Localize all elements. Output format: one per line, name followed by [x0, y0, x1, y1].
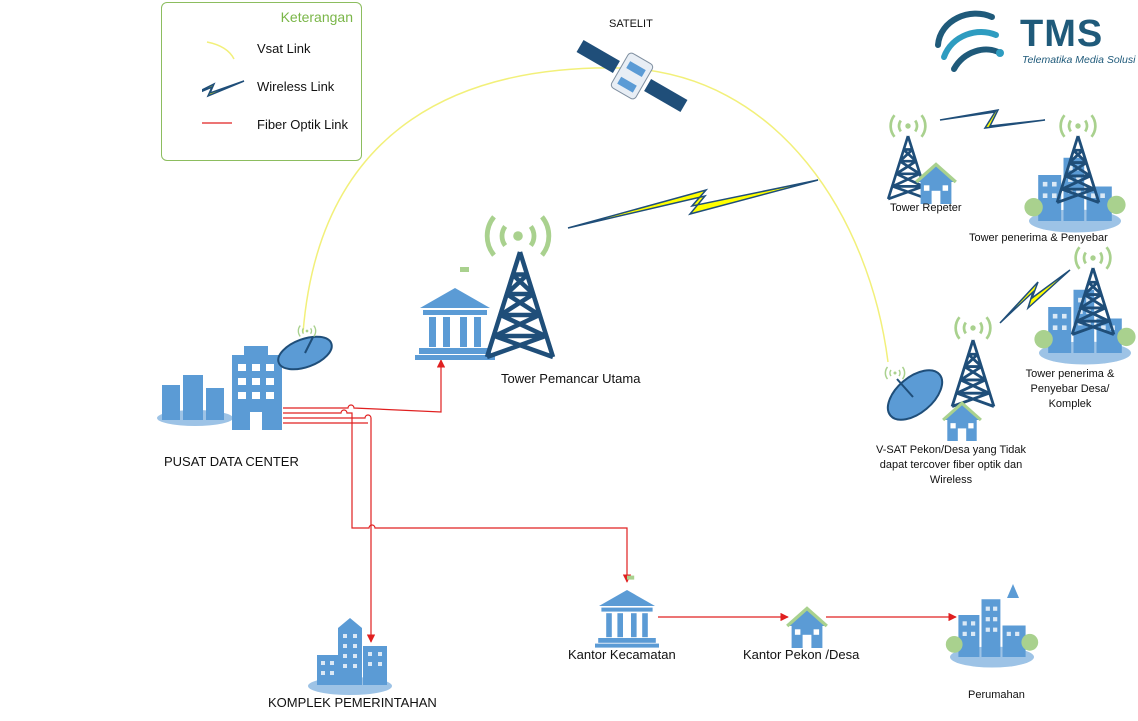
label-data-center: PUSAT DATA CENTER: [164, 454, 299, 469]
perumahan-icon: [945, 584, 1039, 668]
label-tower-desa-line-2: Penyebar Desa/: [1030, 383, 1110, 395]
tms-logo-name: TMS: [1020, 13, 1104, 55]
label-tower-desa-line-1: Tower penerima &: [1025, 368, 1115, 380]
tms-logo-tagline: Telematika Media Solusi: [1022, 54, 1136, 66]
label-tower-repeter: Tower Repeter: [890, 202, 962, 214]
label-satelit: SATELIT: [609, 18, 653, 30]
tms-logo: TMS Telematika Media Solusi: [930, 5, 1135, 80]
legend-item-fiber: Fiber Optik Link: [257, 117, 349, 132]
tower-desa-icon: [1034, 245, 1136, 365]
label-vsat-pekon-line-3: Wireless: [929, 474, 973, 486]
label-komplek: KOMPLEK PEMERINTAHAN: [268, 695, 437, 710]
vsat-link-arc: [302, 67, 889, 363]
legend-item-wireless: Wireless Link: [257, 79, 335, 94]
wireless-link-bolt-desa: [999, 269, 1071, 324]
main-tower-signal-icon: [487, 217, 549, 255]
label-perumahan: Perumahan: [968, 689, 1025, 701]
label-tower-penerima: Tower penerima & Penyebar: [969, 232, 1108, 244]
gov-building-main-icon: [415, 267, 495, 360]
data-center-icon: [157, 346, 282, 430]
fiber-optic-links: [283, 359, 957, 643]
wireless-link-bolt-main: [567, 179, 819, 229]
label-tower-utama: Tower Pemancar Utama: [501, 371, 641, 386]
tower-penerima-icon: [1024, 113, 1126, 233]
label-kecamatan: Kantor Kecamatan: [568, 647, 676, 662]
label-tower-desa: Tower penerima & Penyebar Desa/ Komplek: [1010, 367, 1130, 412]
wireless-link-bolt-repeter: [939, 109, 1046, 129]
main-tower-icon: [487, 252, 553, 357]
kantor-pekon-icon: [785, 606, 829, 650]
legend-vsat-symbol: [206, 41, 235, 60]
legend-item-vsat: Vsat Link: [257, 41, 311, 56]
label-vsat-pekon-line-1: V-SAT Pekon/Desa yang Tidak: [875, 444, 1026, 456]
legend-symbols: [202, 41, 245, 124]
tower-repeter-icon: [886, 113, 958, 206]
komplek-pemerintahan-icon: [308, 618, 392, 695]
legend-title: Keterangan: [280, 9, 353, 25]
legend-box: Keterangan Vsat Link Wireless Link Fiber…: [161, 2, 362, 161]
vsat-pekon-icon: [884, 315, 996, 443]
satellite-icon: [576, 39, 688, 113]
vsat-dish-datacenter-icon: [277, 324, 333, 371]
label-pekon: Kantor Pekon /Desa: [743, 647, 860, 662]
label-tower-desa-line-3: Komplek: [1048, 398, 1092, 410]
tms-logo-mark-icon: [935, 10, 1004, 72]
kantor-kecamatan-icon: [595, 575, 659, 648]
legend-wireless-symbol: [202, 80, 245, 98]
label-vsat-pekon: V-SAT Pekon/Desa yang Tidak dapat tercov…: [858, 443, 1044, 488]
label-vsat-pekon-line-2: dapat tercover fiber optik dan: [879, 459, 1023, 471]
